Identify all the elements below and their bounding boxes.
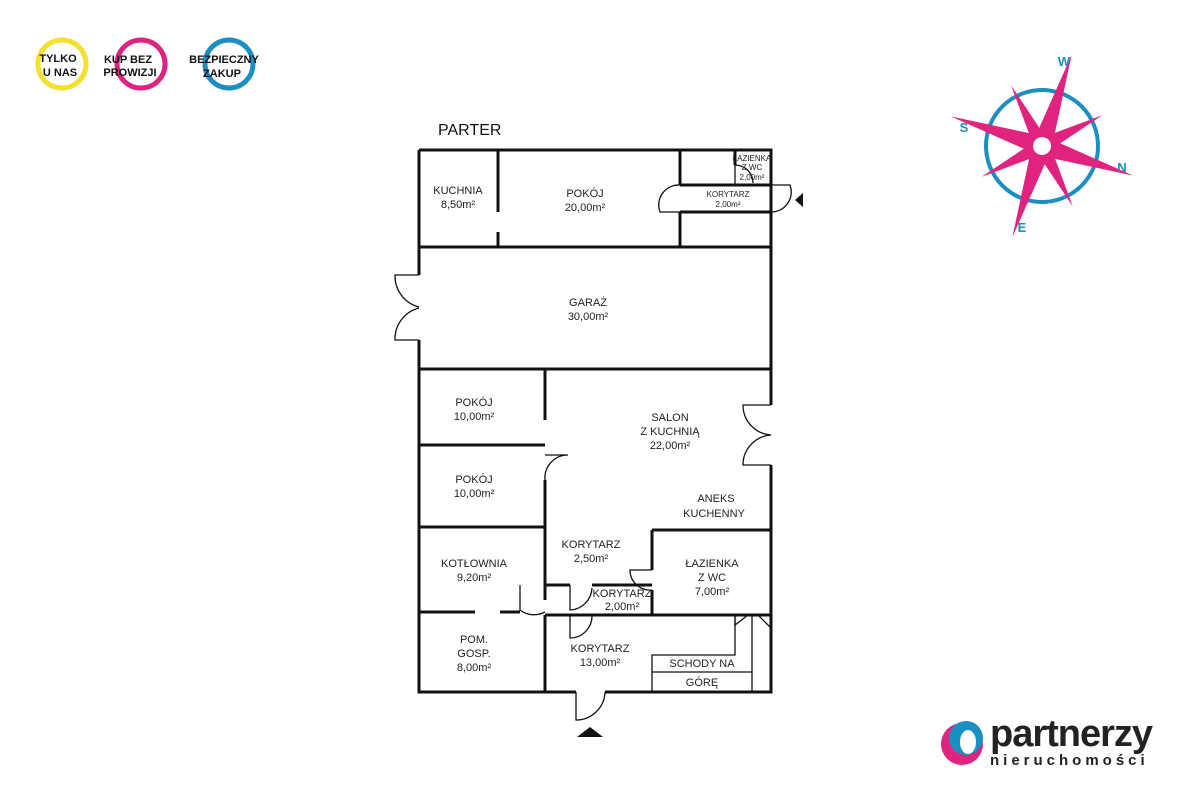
room-label: Z WC [742,163,763,172]
room-label: 2,00m² [740,173,765,182]
room-label: KUP BEZ [104,54,152,66]
logo-sub: nieruchomości [990,752,1149,769]
room-label: Z WC [698,572,726,584]
room-label: POKÓJ [455,473,492,486]
partnerzy-logo-icon [941,721,983,765]
compass-icon [950,54,1134,238]
room-label: PROWIZJI [103,67,156,79]
compass-s: S [960,120,969,135]
room-label: POM. [460,634,488,646]
room-label: 30,00m² [568,311,609,323]
compass-e: E [1018,220,1027,235]
room-label: POKÓJ [455,396,492,409]
room-label: KORYTARZ [593,588,652,600]
room-label: TYLKO [39,53,77,65]
room-label: 9,20m² [457,572,492,584]
room-label: U NAS [43,67,77,79]
room-label: KORYTARZ [571,643,630,655]
room-label: KORYTARZ [707,190,750,199]
room-label: 2,00m² [716,200,741,209]
room-label: Z KUCHNIĄ [640,426,700,438]
room-label: 2,50m² [574,553,609,565]
badge-tylko-u-nas: TYLKO U NAS [35,37,89,91]
floor-title: PARTER [438,122,501,139]
partnerzy-logo: partnerzy nieruchomości [990,713,1153,769]
room-label: ANEKS [697,493,734,505]
room-label: ŁAZIENKA [733,154,772,163]
room-label: 2,00m² [605,601,640,613]
compass-w: W [1058,54,1071,69]
entrance-arrow-icon [577,727,603,737]
room-label: KOTŁOWNIA [441,558,508,570]
room-label: KORYTARZ [562,539,621,551]
room-label: GOSP. [457,648,490,660]
room-label: 8,00m² [457,662,492,674]
walls [417,148,773,694]
badge-bezpieczny-zakup: BEZPIECZNY ZAKUP [189,37,259,91]
room-label: GARAŻ [569,296,607,309]
doors [394,164,792,721]
room-label: 13,00m² [580,657,621,669]
room-label: 8,50m² [441,199,476,211]
room-label: 10,00m² [454,488,495,500]
compass-n: N [1117,160,1126,175]
logo-name: partnerzy [990,713,1153,755]
room-label: 22,00m² [650,440,691,452]
room-label: 10,00m² [454,411,495,423]
badge-kup-bez-prowizji: KUP BEZ PROWIZJI [103,37,168,91]
room-label: 7,00m² [695,586,730,598]
room-label: KUCHNIA [433,185,483,197]
room-label: SCHODY NA [669,658,735,670]
room-label: KUCHENNY [683,508,745,520]
room-label: SALON [651,412,688,424]
room-label: POKÓJ [566,187,603,200]
room-label: BEZPIECZNY [189,54,259,66]
room-label: GÓRĘ [686,676,718,689]
room-label: 20,00m² [565,202,606,214]
room-label: ŁAZIENKA [685,558,739,570]
room-label: ZAKUP [203,68,241,80]
entrance-arrow-icon [795,193,803,207]
